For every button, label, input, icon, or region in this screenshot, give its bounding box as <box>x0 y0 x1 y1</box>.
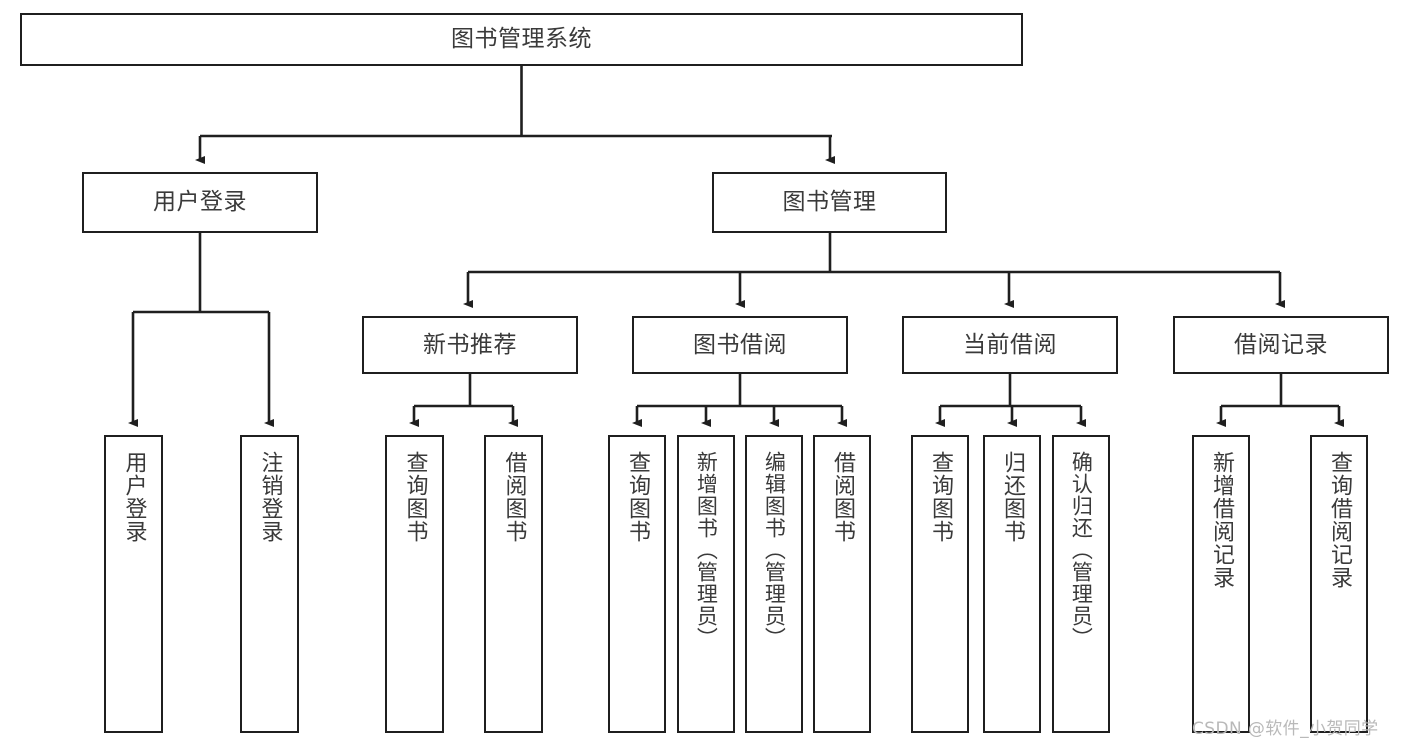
node-user-login[interactable]: 用户登录 <box>82 172 318 233</box>
node-leaf-user-logout-label: 注销登录 <box>257 451 283 543</box>
node-current-borrow-label: 当前借阅 <box>963 331 1057 358</box>
node-leaf-return-book-label: 归还图书 <box>999 451 1025 543</box>
node-leaf-edit-book[interactable]: 编辑图书（管理员） <box>745 435 803 733</box>
node-book-borrow[interactable]: 图书借阅 <box>632 316 848 374</box>
node-leaf-borrow-book-rec-label: 借阅图书 <box>501 451 527 543</box>
node-leaf-confirm-return-label: 确认归还（管理员） <box>1069 451 1094 649</box>
node-leaf-borrow-book-rec[interactable]: 借阅图书 <box>484 435 543 733</box>
node-user-login-label: 用户登录 <box>153 189 247 216</box>
node-borrow-record[interactable]: 借阅记录 <box>1173 316 1389 374</box>
node-leaf-query-borrow-record[interactable]: 查询借阅记录 <box>1310 435 1368 733</box>
node-leaf-query-borrow-record-label: 查询借阅记录 <box>1326 451 1352 589</box>
node-borrow-record-label: 借阅记录 <box>1234 331 1328 358</box>
csdn-watermark-text: CSDN @软件_小贺同学 <box>1192 719 1379 739</box>
node-new-book-recommend[interactable]: 新书推荐 <box>362 316 578 374</box>
node-leaf-borrow-book[interactable]: 借阅图书 <box>813 435 871 733</box>
node-leaf-add-book-label: 新增图书（管理员） <box>694 451 719 649</box>
node-root-label: 图书管理系统 <box>451 26 592 53</box>
node-new-book-recommend-label: 新书推荐 <box>423 331 517 358</box>
node-leaf-borrow-book-label: 借阅图书 <box>829 451 855 543</box>
node-current-borrow[interactable]: 当前借阅 <box>902 316 1118 374</box>
node-leaf-query-book-borrow[interactable]: 查询图书 <box>608 435 666 733</box>
node-leaf-user-logout[interactable]: 注销登录 <box>240 435 299 733</box>
node-book-manage-label: 图书管理 <box>782 189 877 216</box>
node-leaf-user-login-label: 用户登录 <box>121 451 147 543</box>
node-leaf-add-book[interactable]: 新增图书（管理员） <box>677 435 735 733</box>
node-book-manage[interactable]: 图书管理 <box>712 172 947 233</box>
csdn-watermark: CSDN @软件_小贺同学 <box>1192 714 1379 739</box>
node-leaf-confirm-return[interactable]: 确认归还（管理员） <box>1052 435 1110 733</box>
node-book-borrow-label: 图书借阅 <box>693 331 787 358</box>
node-leaf-return-book[interactable]: 归还图书 <box>983 435 1041 733</box>
node-leaf-user-login[interactable]: 用户登录 <box>104 435 163 733</box>
node-leaf-edit-book-label: 编辑图书（管理员） <box>762 451 787 649</box>
node-leaf-query-book-current[interactable]: 查询图书 <box>911 435 969 733</box>
node-root[interactable]: 图书管理系统 <box>20 13 1023 66</box>
node-leaf-query-book-rec-label: 查询图书 <box>402 451 428 543</box>
node-leaf-add-borrow-record-label: 新增借阅记录 <box>1208 451 1234 589</box>
node-leaf-query-book-rec[interactable]: 查询图书 <box>385 435 444 733</box>
node-leaf-add-borrow-record[interactable]: 新增借阅记录 <box>1192 435 1250 733</box>
node-leaf-query-book-current-label: 查询图书 <box>927 451 953 543</box>
node-leaf-query-book-borrow-label: 查询图书 <box>624 451 650 543</box>
